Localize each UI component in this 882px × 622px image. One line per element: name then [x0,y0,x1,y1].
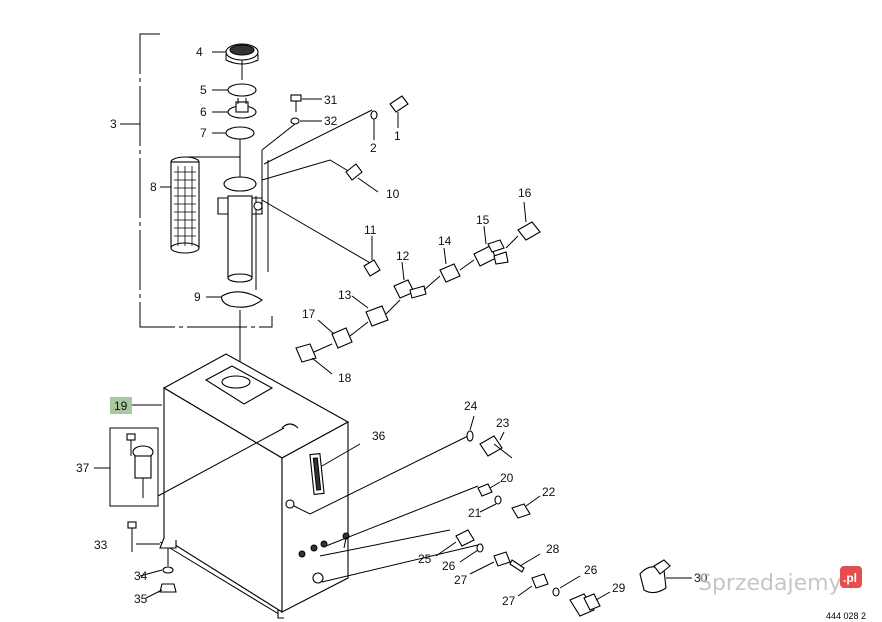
seal-26b [552,575,581,597]
callout-9: 9 [194,290,201,304]
seal-26a [476,543,484,553]
breather-assembly-37 [94,427,285,507]
callout-13: 13 [338,288,352,302]
watermark: Sprzedajemy .pl [698,566,862,596]
fitting-17 [317,319,369,349]
callout-3: 3 [110,117,117,131]
drawing-number: 444 028 2 [826,611,866,621]
hydraulic-tank [159,353,350,619]
callout-36: 36 [372,429,386,443]
callout-14: 14 [438,234,452,248]
sight-glass-36 [309,443,361,496]
callout-24: 24 [464,399,478,413]
callout-19: 19 [114,399,128,413]
fitting-11 [363,236,381,277]
fitting-14 [423,247,461,291]
callout-8: 8 [150,180,157,194]
tee-15 [459,225,509,271]
callout-27a: 27 [454,573,468,587]
dust-cap-30 [639,559,692,594]
callout-10: 10 [386,187,400,201]
tank-ports [285,435,483,584]
watermark-text: Sprzedajemy [698,571,842,596]
callout-17: 17 [302,307,316,321]
fitting-10 [345,163,379,193]
o-ring-5 [227,83,257,97]
callout-6: 6 [200,105,207,119]
callout-27b: 27 [502,594,516,608]
fitting-1 [389,95,409,128]
washer-32 [261,117,322,151]
callout-32: 32 [324,114,338,128]
spring-6 [227,98,257,119]
o-ring-7 [225,126,255,140]
callout-12: 12 [396,249,410,263]
gasket-9 [221,291,263,370]
callout-20: 20 [500,471,514,485]
seal-2 [370,110,378,140]
callout-18: 18 [338,371,352,385]
fitting-23 [479,435,513,459]
fitting-13 [351,295,401,327]
nut-27a [493,551,511,567]
fitting-25 [455,529,475,547]
nut-35 [159,583,177,593]
watermark-badge-text: .pl [843,571,857,585]
callout-25: 25 [418,552,432,566]
filter-element [170,156,200,254]
callout-2: 2 [370,141,377,155]
callout-31: 31 [324,93,338,107]
callout-29: 29 [612,581,626,595]
tee-12 [393,261,427,299]
callout-28: 28 [546,542,560,556]
callout-35: 35 [134,592,148,606]
callout-labels: 1 2 3 4 5 6 7 8 9 10 11 12 13 14 15 16 1… [76,45,708,608]
callout-26b: 26 [584,563,598,577]
bolt-33 [127,521,160,552]
callout-7: 7 [200,126,207,140]
watermark-badge [840,566,862,588]
callout-16: 16 [518,186,532,200]
callout-15: 15 [476,213,490,227]
callout-30: 30 [694,571,708,585]
washer-34 [162,548,174,574]
plug-20 [477,481,501,497]
tube-28 [509,553,541,573]
filter-housing [217,176,263,290]
bolt-31 [290,94,322,112]
callout-5: 5 [200,83,207,97]
elbow-18 [295,343,333,375]
callout-1: 1 [394,129,401,143]
callout-21: 21 [468,506,482,520]
callout-23: 23 [496,416,510,430]
callout-33: 33 [94,538,108,552]
highlight-box-19 [110,397,132,414]
callout-4: 4 [196,45,203,59]
callout-11: 11 [364,223,377,237]
connection-lines [261,109,373,272]
callout-22: 22 [542,485,556,499]
nut-27b [531,573,549,589]
callout-26a: 26 [442,559,456,573]
filter-cap [225,43,259,80]
coupling-29 [569,591,611,617]
seal-24 [466,430,474,442]
seal-21 [494,495,502,505]
callout-37: 37 [76,461,90,475]
cap-22 [511,495,541,519]
filter-assembly-bracket [120,33,273,328]
elbow-16 [505,201,541,249]
